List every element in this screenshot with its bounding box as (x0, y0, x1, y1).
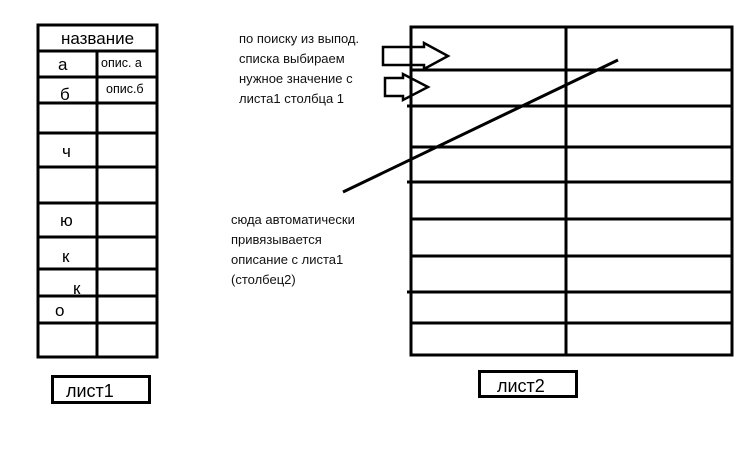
arrow-right-icon (383, 71, 431, 103)
sheet1-key-cell: о (55, 301, 65, 320)
note-line: по поиску из выпод. (239, 31, 360, 46)
sheet1-key-cell: ю (60, 211, 73, 230)
arrow-right-icon (381, 40, 451, 72)
note-line: списка выбираем (239, 51, 345, 66)
sheet2-tab-label: лист2 (497, 376, 545, 396)
sheet1-key-cell: б (60, 85, 70, 104)
sheet1-key-cell: к (62, 247, 70, 266)
sheet1-desc-cell: опис. а (101, 56, 142, 70)
sheet1-tab-label: лист1 (66, 381, 114, 401)
sheet1-desc-cell: опис.б (106, 82, 144, 96)
annotation-top: по поиску из выпод. списка выбираем нужн… (239, 29, 359, 109)
note-line: привязывается (231, 232, 322, 247)
sheet1-header: название (60, 29, 135, 48)
sheet2-tab[interactable]: лист2 (478, 370, 578, 398)
diagonal-link-line (342, 58, 619, 194)
sheet2-table-border (409, 25, 734, 357)
note-line: нужное значение с (239, 71, 353, 86)
sheet1-key-cell: а (58, 55, 68, 74)
note-line: листа1 столбца 1 (239, 91, 345, 106)
sheet1-key-cell: ч (62, 142, 71, 161)
note-line: (столбец2) (231, 272, 296, 287)
annotation-bottom: сюда автоматически привязывается описани… (231, 210, 355, 290)
sheet1-key-cell: к (73, 279, 81, 298)
note-line: описание с листа1 (231, 252, 344, 267)
sheet1-tab[interactable]: лист1 (51, 375, 151, 404)
note-line: сюда автоматически (231, 212, 355, 227)
